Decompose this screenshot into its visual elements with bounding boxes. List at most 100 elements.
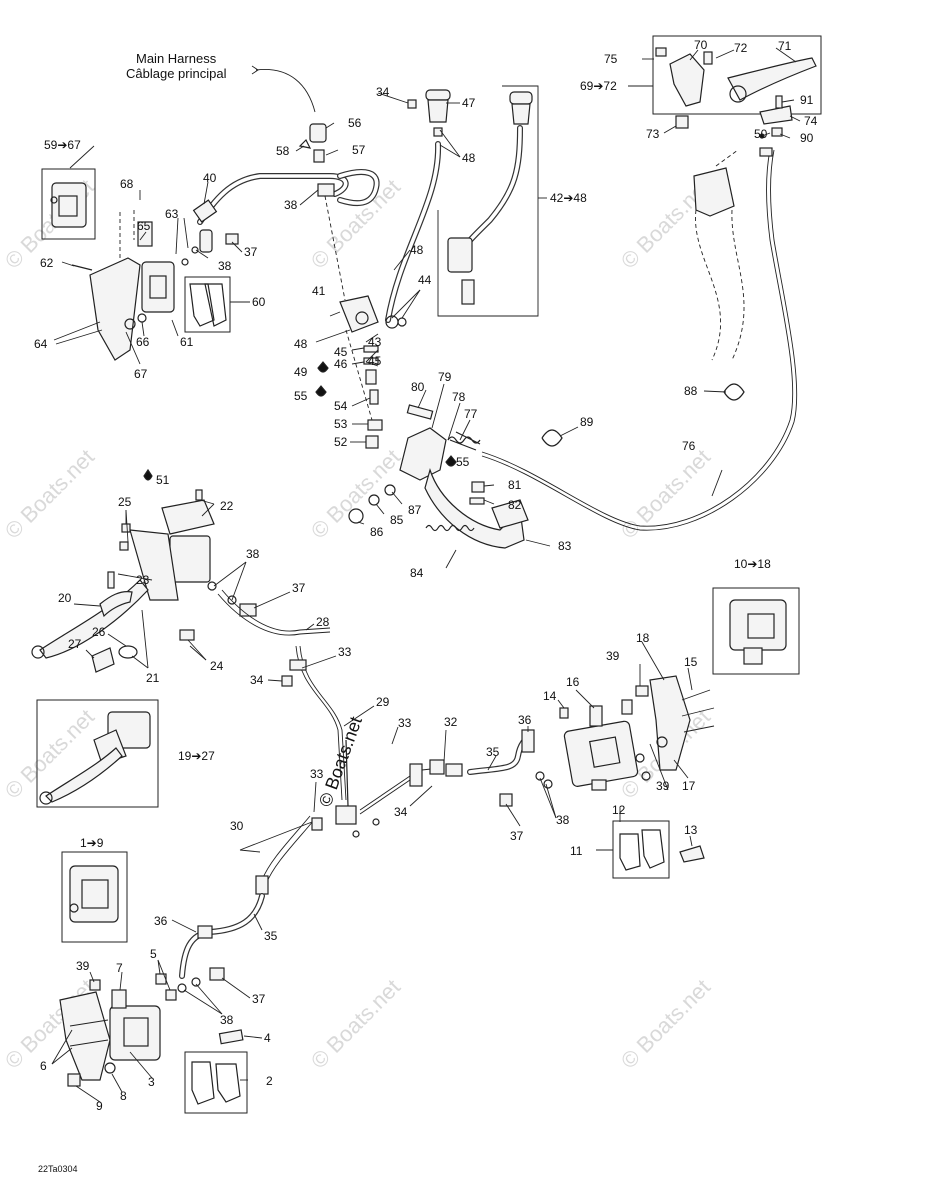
label-58: 58 <box>276 144 290 158</box>
label-2: 2 <box>266 1074 273 1088</box>
label-6: 6 <box>40 1059 47 1073</box>
label-16: 16 <box>566 675 580 689</box>
label-37-top: 37 <box>244 245 258 259</box>
caliper-inset-10-18 <box>729 599 787 665</box>
master-cylinder-42-48 <box>437 85 539 317</box>
label-76: 76 <box>682 439 696 453</box>
label-34-mid: 34 <box>250 673 264 687</box>
label-37-mid: 37 <box>292 581 306 595</box>
label-55-right: 55 <box>456 455 470 469</box>
label-75: 75 <box>604 52 618 66</box>
label-29: 29 <box>376 695 390 709</box>
label-84: 84 <box>410 566 424 580</box>
label-52: 52 <box>334 435 348 449</box>
label-5: 5 <box>150 947 157 961</box>
label-62: 62 <box>40 256 54 270</box>
label-39-right2: 39 <box>656 779 670 793</box>
brake-line-32-35 <box>421 729 553 807</box>
label-54: 54 <box>334 399 348 413</box>
label-63: 63 <box>165 207 179 221</box>
caliper-inset-1-9 <box>69 865 119 923</box>
label-11: 11 <box>570 844 583 858</box>
watermark-7: © Boats.net <box>0 704 99 803</box>
harness-label-en: Main Harness <box>136 51 217 66</box>
label-8: 8 <box>120 1089 127 1103</box>
part-labels: 59➔67 56 57 58 40 38 68 63 65 37 38 62 6… <box>34 38 818 1113</box>
label-23: 23 <box>136 573 150 587</box>
brake-line-28 <box>217 589 347 801</box>
watermark-center: © Boats.net <box>315 714 366 809</box>
label-53: 53 <box>334 417 348 431</box>
label-67: 67 <box>134 367 148 381</box>
label-1-9: 1➔9 <box>80 836 104 850</box>
label-88: 88 <box>684 384 698 398</box>
label-60: 60 <box>252 295 266 309</box>
label-61: 61 <box>180 335 194 349</box>
label-20: 20 <box>58 591 72 605</box>
label-42-48: 42➔48 <box>550 191 587 205</box>
label-27: 27 <box>68 637 82 651</box>
label-35-low: 35 <box>264 929 278 943</box>
label-46: 46 <box>334 357 348 371</box>
rear-caliper-assembly <box>53 210 231 361</box>
watermark-5: © Boats.net <box>306 444 405 543</box>
label-38-top: 38 <box>284 198 298 212</box>
label-69-72: 69➔72 <box>580 79 617 93</box>
label-25: 25 <box>118 495 132 509</box>
label-82: 82 <box>508 498 522 512</box>
label-57: 57 <box>352 143 366 157</box>
brake-pedal-83 <box>348 404 529 549</box>
label-3: 3 <box>148 1075 155 1089</box>
brake-pads-2 <box>191 1061 241 1105</box>
brake-hose-40 <box>192 169 380 253</box>
label-66: 66 <box>136 335 150 349</box>
leader-lines <box>51 47 801 1103</box>
inset-box-2 <box>184 1051 248 1114</box>
label-50: 50 <box>754 127 768 141</box>
label-81: 81 <box>508 478 522 492</box>
brake-pads-11 <box>619 829 665 871</box>
label-56: 56 <box>348 116 362 130</box>
label-47: 47 <box>462 96 476 110</box>
label-85: 85 <box>390 513 404 527</box>
label-19-27: 19➔27 <box>178 749 215 763</box>
label-89: 89 <box>580 415 594 429</box>
label-44: 44 <box>418 273 432 287</box>
label-80: 80 <box>411 380 425 394</box>
label-35-right: 35 <box>486 745 500 759</box>
label-26: 26 <box>92 625 106 639</box>
inset-box-1-9 <box>61 851 128 943</box>
label-43: 43 <box>368 335 382 349</box>
label-64: 64 <box>34 337 48 351</box>
label-38-mid: 38 <box>246 547 260 561</box>
label-9: 9 <box>96 1099 103 1113</box>
label-36-right: 36 <box>518 713 532 727</box>
label-37-low: 37 <box>252 992 266 1006</box>
lower-left-caliper <box>59 979 244 1087</box>
label-12: 12 <box>612 803 626 817</box>
label-87: 87 <box>408 503 422 517</box>
label-73: 73 <box>646 127 660 141</box>
inset-box-19-27 <box>36 699 159 808</box>
label-15: 15 <box>684 655 698 669</box>
label-74: 74 <box>804 114 818 128</box>
clip-13 <box>679 845 705 863</box>
handlebar-grip <box>693 149 745 361</box>
inset-box-60 <box>184 276 231 333</box>
label-79: 79 <box>438 370 452 384</box>
label-70: 70 <box>694 38 708 52</box>
harness-arrow <box>255 69 316 113</box>
label-86: 86 <box>370 525 384 539</box>
label-48-top: 48 <box>462 151 476 165</box>
label-28: 28 <box>316 615 330 629</box>
inset-box-59-67 <box>41 168 96 240</box>
label-91: 91 <box>800 93 814 107</box>
label-34-low: 34 <box>394 805 408 819</box>
label-32: 32 <box>444 715 458 729</box>
label-45b: 45 <box>368 354 382 368</box>
diagram-code: 22Ta0304 <box>38 1164 78 1174</box>
brake-cable-76 <box>481 149 798 531</box>
label-71: 71 <box>778 39 792 53</box>
caliper-inset-59-67 <box>50 182 87 228</box>
label-37-right: 37 <box>510 829 524 843</box>
